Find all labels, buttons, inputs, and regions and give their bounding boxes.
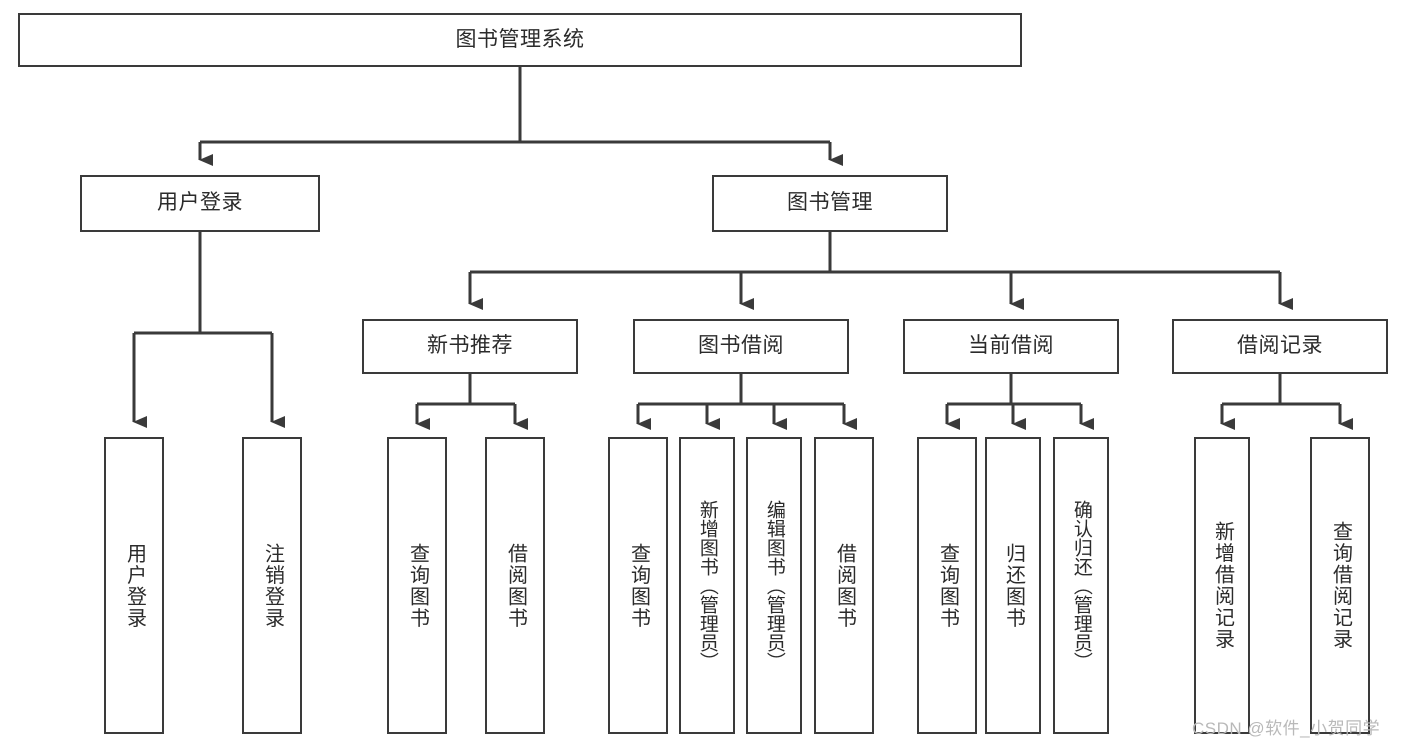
leaf-user-login-label: 用户登录 (123, 542, 146, 629)
leaf-query-book-2-label: 查询图书 (627, 542, 650, 629)
node-user-login-label: 用户登录 (157, 191, 243, 215)
node-root[interactable]: 图书管理系统 (18, 13, 1022, 67)
leaf-query-record-label: 查询借阅记录 (1329, 521, 1352, 650)
node-current-borrow[interactable]: 当前借阅 (903, 319, 1119, 374)
leaf-borrow-book-2[interactable]: 借阅图书 (814, 437, 874, 734)
node-borrow-record[interactable]: 借阅记录 (1172, 319, 1388, 374)
leaf-add-record-label: 新增借阅记录 (1211, 521, 1234, 650)
leaf-return-book-label: 归还图书 (1002, 542, 1025, 629)
leaf-borrow-book-2-label: 借阅图书 (833, 542, 856, 629)
node-current-borrow-label: 当前借阅 (968, 334, 1054, 358)
leaf-query-book-1[interactable]: 查询图书 (387, 437, 447, 734)
node-new-book-recommend-label: 新书推荐 (427, 334, 513, 358)
csdn-watermark: CSDN @软件_小贺同学 (1192, 719, 1381, 738)
node-book-manage-label: 图书管理 (787, 191, 873, 215)
leaf-user-logout-label: 注销登录 (261, 542, 284, 629)
leaf-edit-book-label: 编辑图书（管理员） (763, 500, 785, 671)
leaf-add-record[interactable]: 新增借阅记录 (1194, 437, 1250, 734)
leaf-confirm-return[interactable]: 确认归还（管理员） (1053, 437, 1109, 734)
node-book-manage[interactable]: 图书管理 (712, 175, 948, 232)
leaf-borrow-book-1-label: 借阅图书 (504, 542, 527, 629)
leaf-query-book-1-label: 查询图书 (406, 542, 429, 629)
node-borrow-record-label: 借阅记录 (1237, 334, 1323, 358)
leaf-user-login[interactable]: 用户登录 (104, 437, 164, 734)
leaf-edit-book[interactable]: 编辑图书（管理员） (746, 437, 802, 734)
leaf-add-book[interactable]: 新增图书（管理员） (679, 437, 735, 734)
node-new-book-recommend[interactable]: 新书推荐 (362, 319, 578, 374)
leaf-return-book[interactable]: 归还图书 (985, 437, 1041, 734)
node-root-label: 图书管理系统 (455, 27, 585, 51)
leaf-add-book-label: 新增图书（管理员） (696, 500, 718, 671)
leaf-query-book-3-label: 查询图书 (936, 542, 959, 629)
leaf-user-logout[interactable]: 注销登录 (242, 437, 302, 734)
leaf-confirm-return-label: 确认归还（管理员） (1070, 500, 1092, 671)
leaf-borrow-book-1[interactable]: 借阅图书 (485, 437, 545, 734)
node-book-borrow-label: 图书借阅 (698, 334, 784, 358)
leaf-query-book-2[interactable]: 查询图书 (608, 437, 668, 734)
leaf-query-record[interactable]: 查询借阅记录 (1310, 437, 1370, 734)
node-user-login[interactable]: 用户登录 (80, 175, 320, 232)
leaf-query-book-3[interactable]: 查询图书 (917, 437, 977, 734)
node-book-borrow[interactable]: 图书借阅 (633, 319, 849, 374)
